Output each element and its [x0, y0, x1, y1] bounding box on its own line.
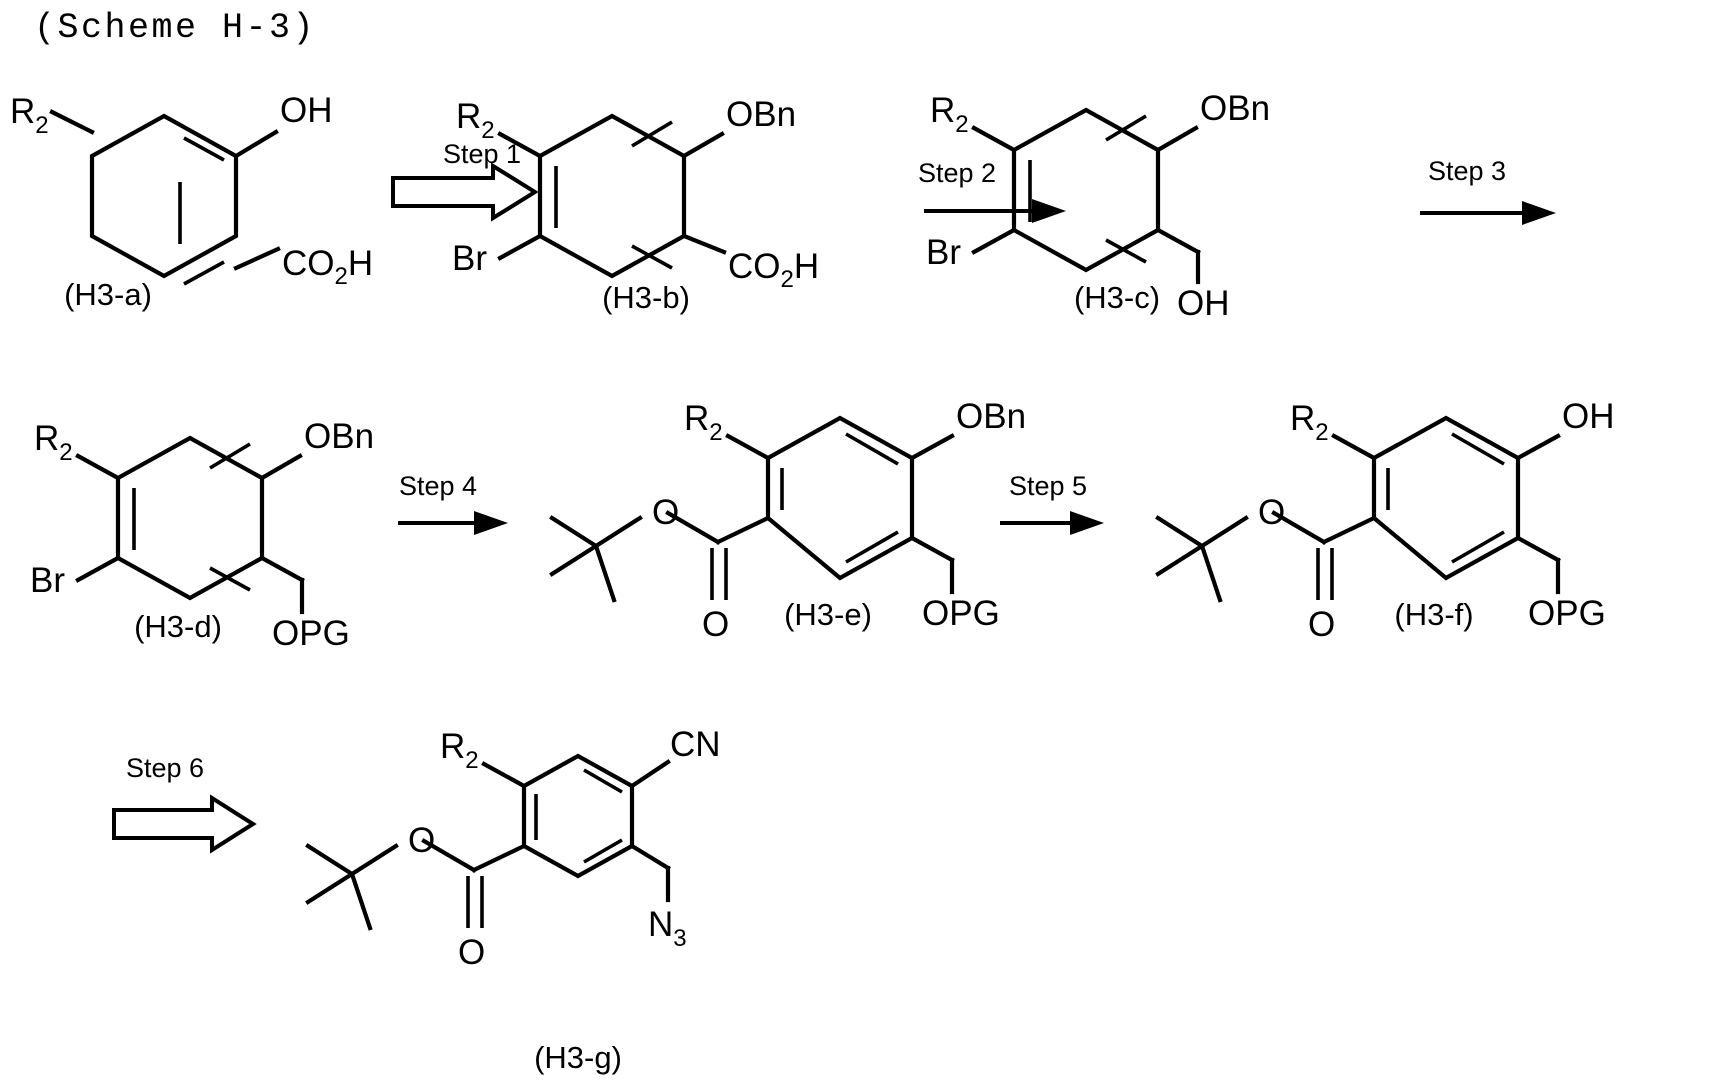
step-5-arrow-group: Step 5 [1000, 471, 1104, 535]
compound-label-h3-c: (H3-c) [1074, 280, 1160, 315]
compound-h3-e: R2 OBn OPG O O (H3-e) [549, 397, 1026, 644]
step-6-label: Step 6 [126, 753, 204, 783]
step-2-label: Step 2 [918, 158, 996, 188]
arrow-head-step-3 [1522, 201, 1556, 225]
atom-label-br: Br [452, 239, 487, 278]
atom-label-obn: OBn [956, 397, 1026, 436]
benzene-ring [1011, 107, 1161, 273]
atom-label-carbonyl-oxygen: O [458, 933, 485, 972]
atom-label-obn: OBn [1200, 89, 1270, 128]
compound-label-h3-f: (H3-f) [1394, 597, 1473, 632]
arrow-head-step-5 [1070, 511, 1104, 535]
hollow-block-arrow-step-6 [112, 794, 257, 854]
tert-butyl-ester-group: O O [1155, 493, 1377, 644]
atom-label-co2h: CO2H [282, 244, 373, 290]
atom-label-opg: OPG [1528, 594, 1606, 633]
atom-label-br: Br [30, 561, 65, 600]
atom-label-carbonyl-oxygen: O [702, 605, 729, 644]
step-4-arrow-group: Step 4 [398, 471, 508, 535]
compound-label-h3-a: (H3-a) [64, 277, 152, 312]
atom-label-r2: R2 [10, 92, 49, 139]
step-4-label: Step 4 [399, 471, 477, 501]
compound-label-h3-d: (H3-d) [134, 609, 222, 644]
tert-butyl-ester-group: O O [305, 821, 527, 972]
step-5-label: Step 5 [1009, 471, 1087, 501]
atom-label-oh: OH [1562, 397, 1615, 436]
atom-label-ester-oxygen: O [1258, 493, 1285, 532]
atom-label-carbonyl-oxygen: O [1308, 605, 1335, 644]
benzene-ring [115, 435, 265, 601]
atom-label-r2: R2 [684, 399, 723, 446]
benzene-ring [537, 113, 687, 279]
step-6-arrow-group: Step 6 [112, 753, 257, 854]
benzene-ring [1371, 415, 1521, 581]
step-3-arrow-group: Step 3 [1420, 156, 1556, 225]
atom-label-r2: R2 [440, 727, 479, 774]
atom-label-opg: OPG [272, 614, 350, 653]
atom-label-oh: OH [280, 91, 333, 130]
compound-h3-g: R2 CN N3 O O (H3-g) [305, 725, 721, 1075]
atom-label-oh: OH [1177, 284, 1230, 323]
compound-label-h3-e: (H3-e) [784, 597, 872, 632]
arrow-head-step-2 [1032, 199, 1066, 223]
atom-label-br: Br [926, 233, 961, 272]
step-1-label: Step 1 [443, 139, 521, 169]
atom-label-r2: R2 [34, 419, 73, 466]
atom-label-ester-oxygen: O [408, 821, 435, 860]
tert-butyl-ester-group: O O [549, 493, 771, 644]
benzene-ring [89, 113, 239, 286]
benzene-ring [521, 753, 635, 879]
atom-label-r2: R2 [930, 91, 969, 138]
compound-label-h3-b: (H3-b) [602, 280, 690, 315]
compound-h3-a: R2 OH CO2H (H3-a) [10, 91, 373, 312]
atom-label-r2: R2 [456, 97, 495, 144]
compound-label-h3-g: (H3-g) [534, 1040, 622, 1075]
atom-label-ester-oxygen: O [652, 493, 679, 532]
arrow-head-step-4 [474, 511, 508, 535]
benzene-ring [765, 415, 915, 581]
step-2-arrow-group: Step 2 [918, 158, 1066, 223]
step-3-label: Step 3 [1428, 156, 1506, 186]
page-title: (Scheme H-3) [34, 8, 317, 48]
hollow-block-arrow-step-1 [391, 162, 539, 222]
atom-label-opg: OPG [922, 594, 1000, 633]
atom-label-r2: R2 [1290, 399, 1329, 446]
compound-h3-c: R2 OBn Br OH (H3-c) [926, 89, 1270, 323]
compound-h3-f: R2 OH OPG O O (H3-f) [1155, 397, 1615, 644]
atom-label-co2h: CO2H [728, 247, 819, 293]
compound-h3-d: R2 OBn Br OPG (H3-d) [30, 417, 374, 653]
atom-label-obn: OBn [304, 417, 374, 456]
step-1-arrow-group: Step 1 [391, 139, 539, 222]
atom-label-obn: OBn [726, 95, 796, 134]
atom-label-cn: CN [670, 725, 721, 764]
atom-label-n3: N3 [648, 905, 687, 952]
